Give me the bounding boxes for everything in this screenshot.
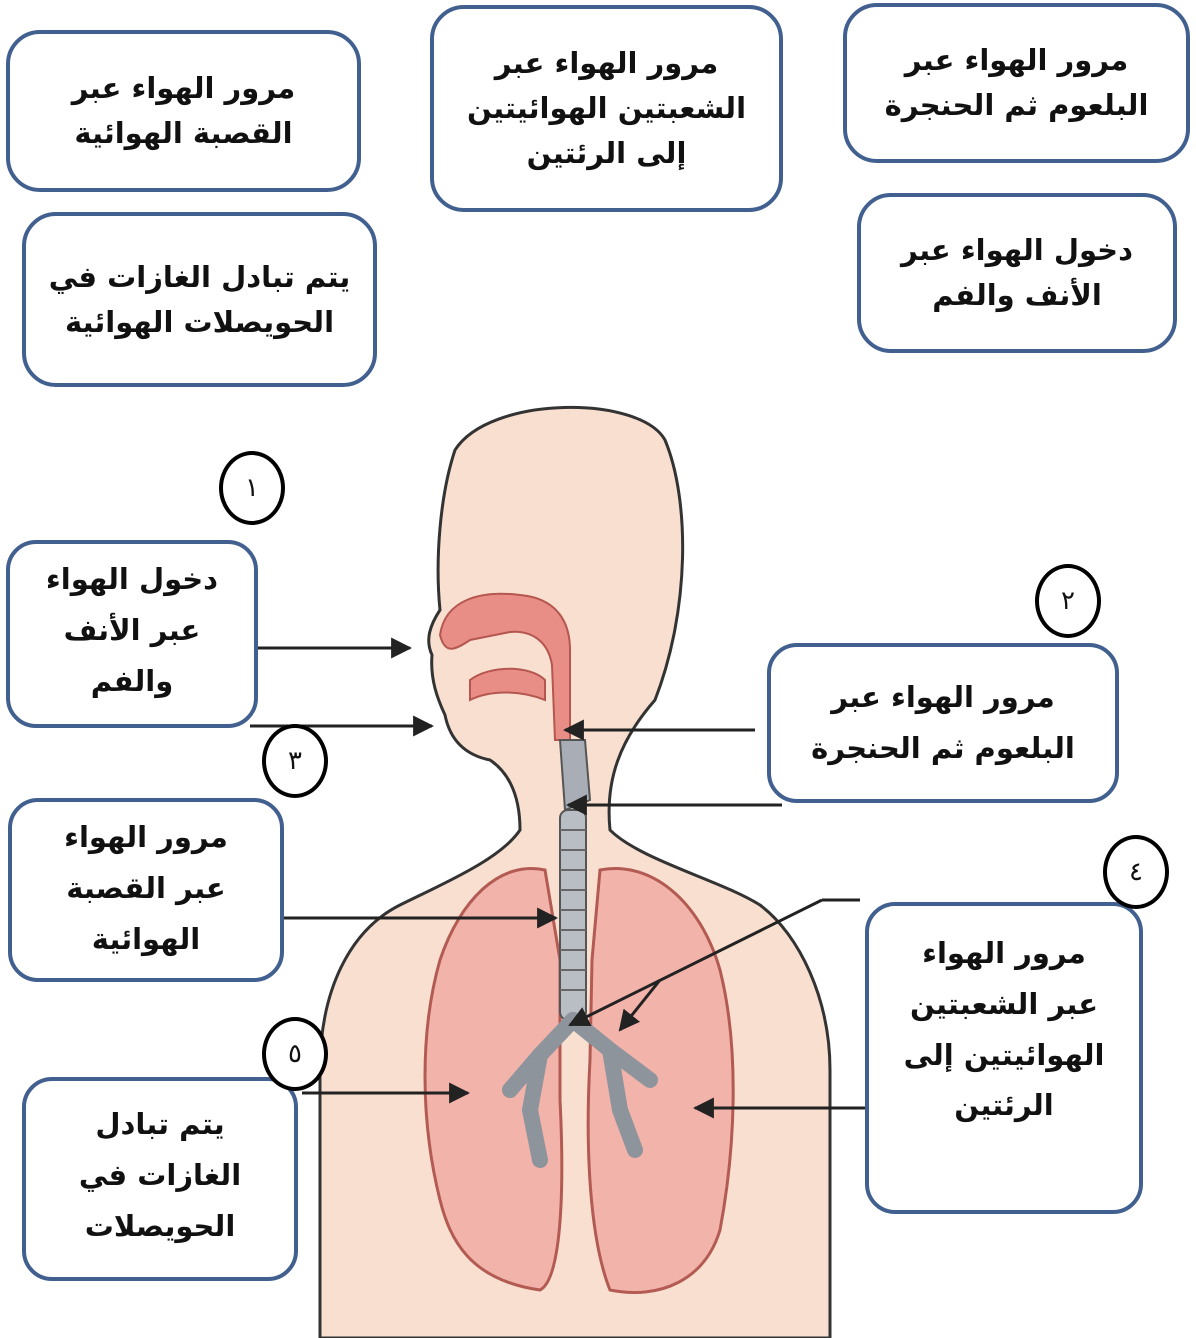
card-line: مرور الهواء عبر	[467, 41, 746, 86]
label-line: مرور الهواء عبر	[785, 672, 1101, 723]
card-line: القصبة الهوائية	[72, 111, 296, 156]
card-line: الشعبتين الهوائيتين	[467, 86, 746, 131]
label-line: دخول الهواء	[24, 554, 240, 605]
card-line: مرور الهواء عبر	[885, 38, 1149, 83]
label-line: الهوائية	[26, 914, 266, 965]
label-line: عبر الشعبتين	[883, 979, 1125, 1030]
number-badge-2: ٢	[1035, 564, 1101, 638]
label-line: الغازات في	[40, 1150, 280, 1201]
label-line: يتم تبادل	[40, 1099, 280, 1150]
label-line: الهوائيتين إلى	[883, 1030, 1125, 1081]
card-line: البلعوم ثم الحنجرة	[885, 83, 1149, 128]
card-line: الحويصلات الهوائية	[49, 300, 351, 345]
card-line: الأنف والفم	[901, 273, 1133, 318]
card-line: مرور الهواء عبر	[72, 66, 296, 111]
number-badge-5: ٥	[262, 1017, 328, 1091]
label-line: البلعوم ثم الحنجرة	[785, 723, 1101, 774]
number-badge-3: ٣	[262, 724, 328, 798]
label-line: الرئتين	[883, 1080, 1125, 1131]
number-badge-1: ١	[219, 451, 285, 525]
label-line: عبر الأنف	[24, 605, 240, 656]
card-line: يتم تبادل الغازات في	[49, 255, 351, 300]
number-badge-4: ٤	[1103, 835, 1169, 909]
card-line: إلى الرئتين	[467, 131, 746, 176]
label-line: عبر القصبة	[26, 863, 266, 914]
larynx	[560, 740, 590, 810]
label-line: مرور الهواء	[883, 928, 1125, 979]
card-line: دخول الهواء عبر	[901, 228, 1133, 273]
label-line: الحويصلات	[40, 1201, 280, 1252]
label-line: والفم	[24, 656, 240, 707]
trachea	[560, 810, 586, 1020]
label-line: مرور الهواء	[26, 812, 266, 863]
